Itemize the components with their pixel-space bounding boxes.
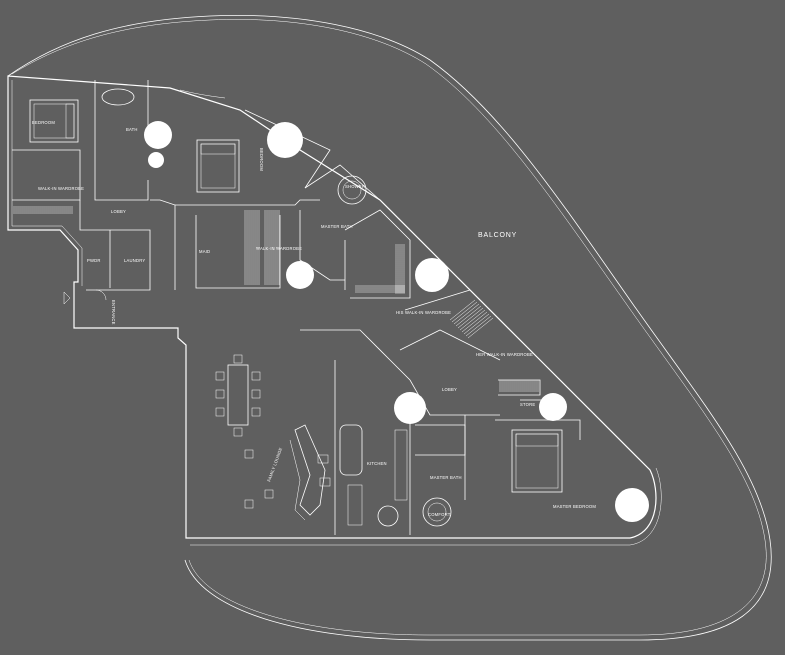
label-bedroom-vertical: BEDROOM [259,148,264,171]
balcony-outline [7,15,772,641]
label-shower: SHOWER [345,184,365,189]
label-lobby-center: LOBBY [442,387,457,392]
label-walkin-wardrobe-left: WALK-IN WARDROBE [38,186,84,191]
bed-master [511,429,563,493]
label-maid: MAID [199,249,210,254]
dining-table [215,354,261,437]
label-master-bath-upper: MASTER BATH [321,224,353,229]
door-swings [63,121,649,522]
bed-left [29,99,79,143]
label-balcony: BALCONY [478,232,517,239]
label-lobby-left: LOBBY [111,209,126,214]
label-family-lounge: FAMILY LOUNGE [266,447,283,483]
label-entrance: ENTRANCE [111,300,116,325]
label-bath: BATH [126,127,138,132]
label-kitchen: KITCHEN [367,461,387,466]
label-bedroom-left: BEDROOM [32,120,55,125]
label-powder: PWDR [87,258,101,263]
label-store: STORE [520,402,535,407]
wardrobe-shelves [13,206,539,392]
label-master-bedroom: MASTER BEDROOM [553,504,596,509]
label-master-bath-lower: MASTER BATH [430,475,462,480]
label-his-walkin-wardrobe: HIS WALK-IN WARDROBE [396,310,451,315]
interior-walls [12,80,581,535]
kitchen-island [339,424,408,526]
label-comfort: COMFORT [428,512,451,517]
lounge-sofa [244,424,331,521]
label-laundry: LAUNDRY [124,258,145,263]
round-fixtures [101,88,452,527]
label-walkin-wardrobe-center: WALK-IN WARDROBE [256,246,302,251]
bed-upper [196,139,240,193]
label-her-walkin-wardrobe: HER WALK-IN WARDROBE [476,352,533,357]
